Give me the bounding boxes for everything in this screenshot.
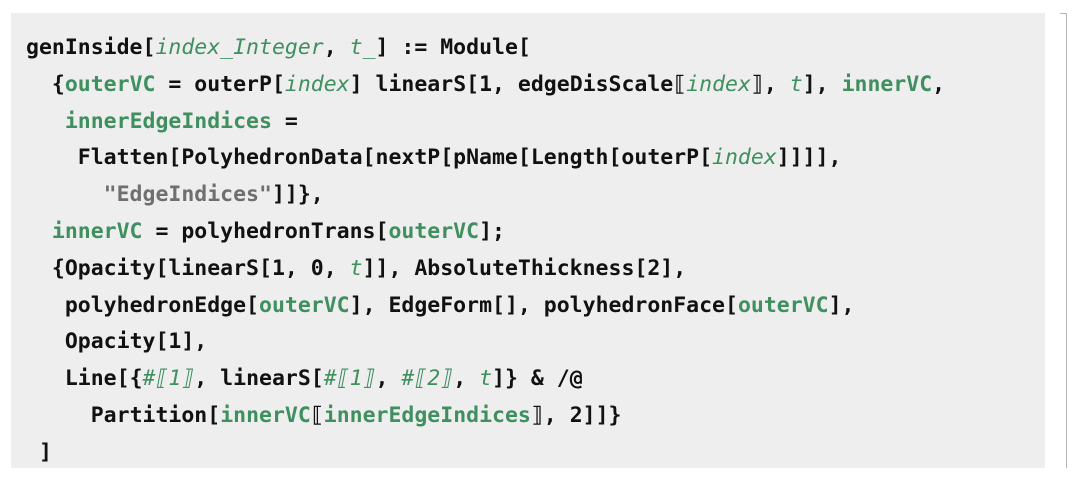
code-indent (26, 293, 65, 318)
code-indent (26, 109, 65, 134)
code-indent (26, 182, 104, 207)
code-token: = polyhedronTrans[ (142, 218, 389, 244)
code-token: ], (828, 292, 855, 318)
pattern-variable-token: index (284, 71, 350, 97)
code-token: Line[{ (64, 366, 143, 392)
code-token: , (323, 35, 350, 60)
input-cell[interactable] (11, 13, 1045, 468)
code-token: ]], AbsoluteThickness[2], (362, 255, 687, 281)
code-line: {outerVC = outerP[index] linearS[1, edge… (26, 67, 945, 104)
code-token: Partition[ (90, 402, 221, 428)
local-variable-token: innerEdgeIndices (323, 402, 531, 428)
code-token: = (271, 108, 298, 134)
code-token: , (375, 366, 402, 392)
code-line: Flatten[PolyhedronData[nextP[pName[Lengt… (26, 140, 945, 177)
code-token: {Opacity[linearS[1, 0, (51, 255, 350, 281)
pattern-variable-token: index_Integer (155, 35, 324, 60)
code-line: innerEdgeIndices = (26, 104, 945, 141)
string-token: "EdgeIndices" (103, 182, 272, 208)
code-indent (26, 72, 52, 97)
code-token: ] (38, 439, 52, 465)
code-line: innerVC = polyhedronTrans[outerVC]; (26, 214, 945, 251)
code-token: ]; (479, 218, 505, 244)
code-line: Opacity[1], (26, 324, 945, 361)
code-indent (26, 403, 91, 428)
code-token: , (932, 71, 946, 97)
code-indent (26, 256, 52, 281)
code-token: = outerP[ (155, 71, 285, 97)
pattern-variable-token: t (479, 366, 493, 392)
code-indent (26, 366, 65, 391)
local-variable-token: outerVC (737, 292, 829, 318)
code-indent (26, 219, 52, 244)
code-line: polyhedronEdge[outerVC], EdgeForm[], pol… (26, 288, 945, 325)
code-token: ], EdgeForm[], polyhedronFace[ (349, 292, 738, 318)
code-token: , linearS[ (194, 366, 324, 392)
code-token: , (453, 366, 480, 392)
local-variable-token: innerVC (841, 71, 933, 97)
cell-bracket-icon[interactable] (1060, 13, 1067, 468)
code-block[interactable]: genInside[index_Integer, t_] := Module[ … (26, 30, 945, 472)
code-line: "EdgeIndices"]]}, (26, 177, 945, 214)
local-variable-token: innerEdgeIndices (64, 108, 272, 134)
local-variable-token: innerVC (220, 402, 311, 428)
code-line: {Opacity[linearS[1, 0, t]], AbsoluteThic… (26, 251, 945, 288)
pattern-variable-token: index (712, 145, 777, 171)
pattern-variable-token: index (686, 71, 751, 97)
code-line: Partition[innerVC⟦innerEdgeIndices⟧, 2]]… (26, 398, 945, 435)
pattern-variable-token: t_ (349, 35, 376, 60)
local-variable-token: outerVC (388, 218, 480, 244)
pattern-variable-token: #⟦1⟧ (323, 366, 376, 392)
local-variable-token: outerVC (259, 292, 350, 318)
code-indent (26, 145, 78, 170)
code-token: ]} & /@ (492, 366, 583, 392)
code-indent (26, 329, 65, 354)
code-token: ] := Module[ (375, 35, 531, 60)
code-indent (26, 440, 39, 465)
code-token: ], (802, 71, 842, 97)
code-token: Flatten[PolyhedronData[nextP[pName[Lengt… (77, 145, 713, 171)
code-token: ⟧, (750, 71, 790, 97)
pattern-variable-token: #⟦1⟧ (142, 366, 195, 392)
pattern-variable-token: t (349, 255, 363, 281)
code-token: { (51, 71, 65, 97)
code-token: ⟧, 2]]} (530, 402, 622, 428)
code-token: polyhedronEdge[ (64, 292, 260, 318)
pattern-variable-token: t (789, 71, 803, 97)
code-token: ]]]], (776, 145, 842, 171)
code-token: ⟦ (310, 402, 324, 428)
local-variable-token: outerVC (64, 71, 156, 97)
local-variable-token: innerVC (51, 218, 143, 244)
code-line: genInside[index_Integer, t_] := Module[ (26, 30, 945, 67)
code-line: Line[{#⟦1⟧, linearS[#⟦1⟧, #⟦2⟧, t]} & /@ (26, 361, 945, 398)
code-token: Opacity[1], (64, 329, 208, 355)
code-token: ] linearS[1, edgeDisScale⟦ (349, 71, 687, 97)
code-token: ]]}, (271, 182, 324, 208)
pattern-variable-token: #⟦2⟧ (401, 366, 454, 392)
code-line: ] (26, 435, 945, 472)
code-token: genInside[ (26, 35, 156, 60)
